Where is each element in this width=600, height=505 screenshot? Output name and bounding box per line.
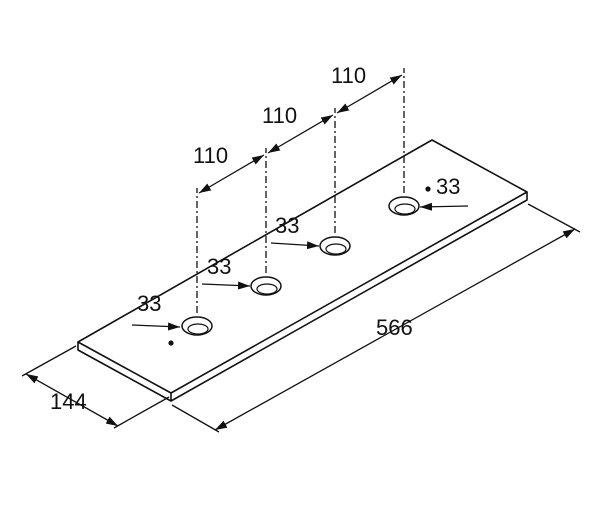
hole-1: [181, 316, 213, 336]
marker-dot-right: [425, 186, 431, 192]
length-dimension: [171, 203, 581, 433]
width-label: 144: [50, 389, 87, 414]
spacing-dimension-lines: [198, 74, 403, 194]
spacing-label-3: 110: [331, 63, 366, 88]
marker-dot-left: [168, 340, 174, 346]
diameter-leaders: [131, 202, 469, 331]
spacing-label-1: 110: [193, 143, 228, 168]
length-label: 566: [376, 315, 413, 340]
hole-2: [250, 276, 282, 296]
diameter-label-2: 33: [207, 254, 231, 279]
diameter-label-3: 33: [275, 213, 299, 238]
hole-4: [388, 196, 420, 216]
width-dimension: [21, 345, 170, 429]
hole-3: [319, 236, 351, 256]
diameter-label-4: 33: [436, 174, 460, 199]
plate-body: [77, 139, 528, 402]
diameter-label-1: 33: [137, 291, 161, 316]
spacing-label-2: 110: [262, 103, 297, 128]
